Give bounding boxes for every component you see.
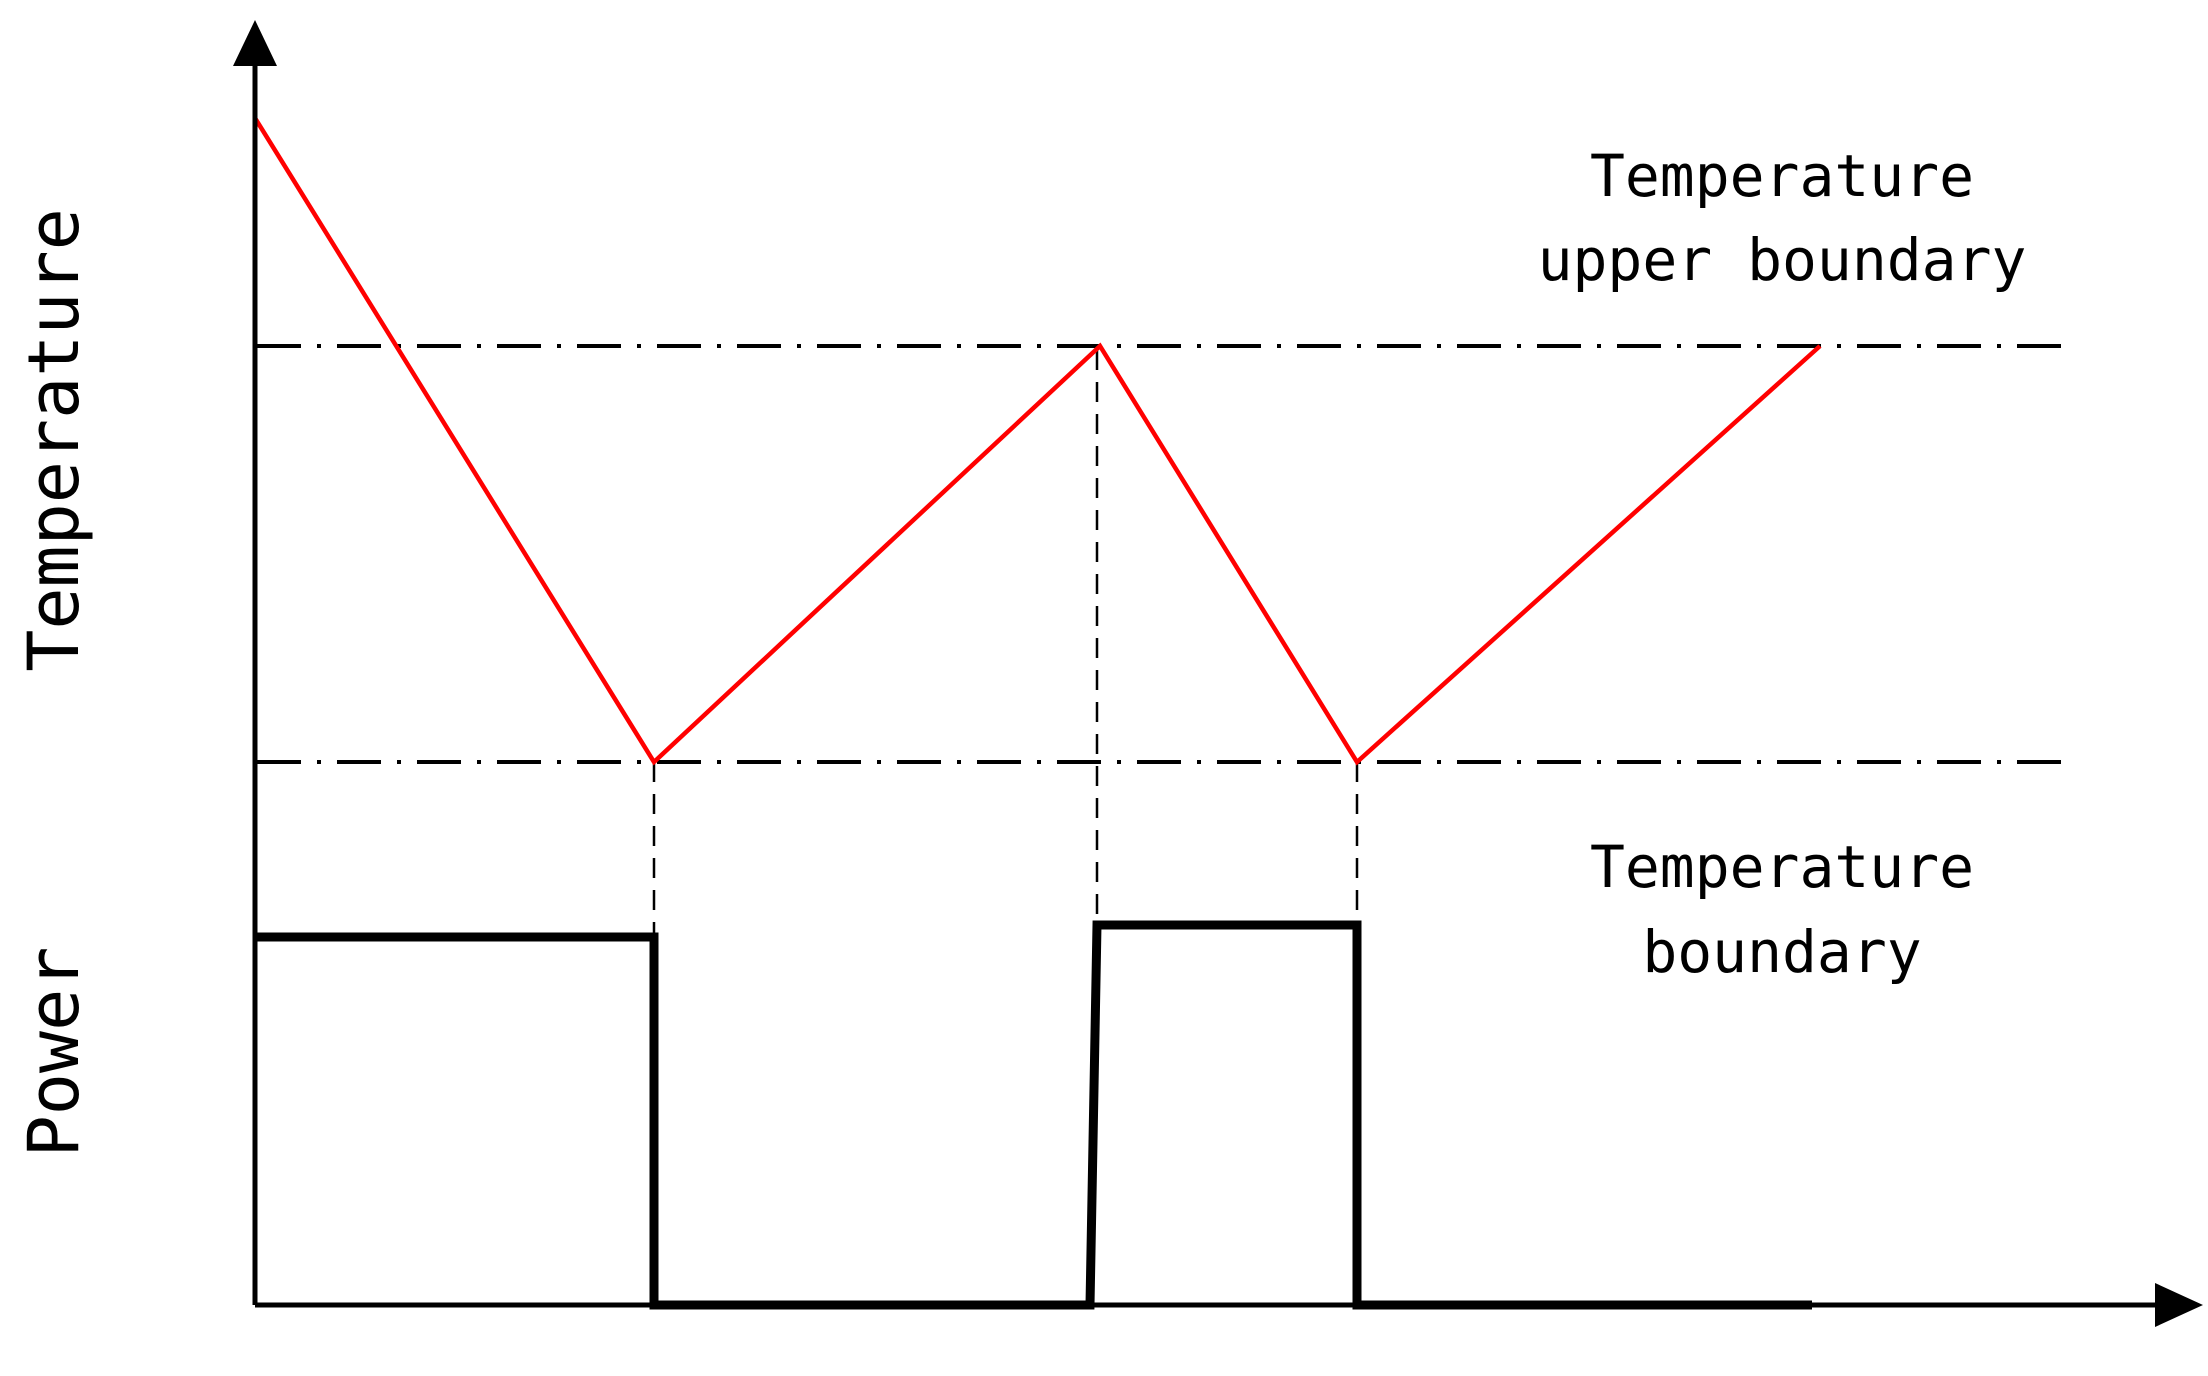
- y-axis-arrow-icon: [233, 20, 277, 66]
- temperature-axis-title: Temperature: [13, 208, 95, 672]
- power-axis-title: Power: [13, 947, 95, 1158]
- upper-boundary-label-line2: upper boundary: [1538, 226, 2027, 294]
- upper-boundary-label-line1: Temperature: [1590, 142, 1974, 210]
- power-curve: [255, 920, 1812, 1310]
- lower-boundary-label-line1: Temperature: [1590, 833, 1974, 901]
- lower-boundary-label-line2: boundary: [1642, 918, 1921, 986]
- x-axis-arrow-icon: [2155, 1283, 2203, 1327]
- temperature-curve: [253, 116, 1822, 766]
